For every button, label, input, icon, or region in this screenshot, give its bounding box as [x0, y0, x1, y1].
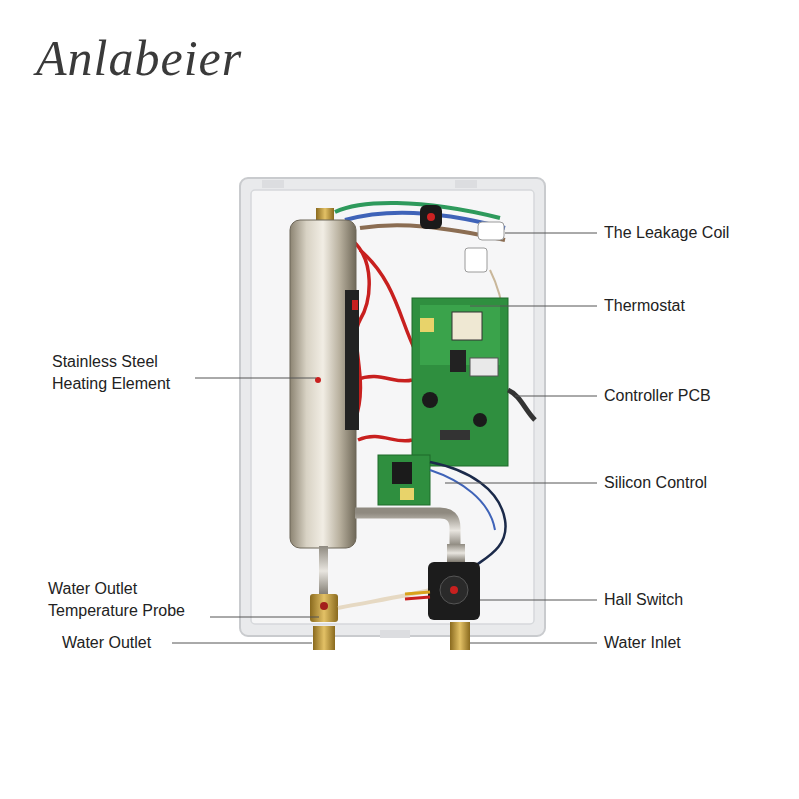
- component: [473, 413, 487, 427]
- ribbon-cable: [508, 390, 535, 420]
- leakage-coil: [427, 213, 435, 221]
- terminal: [465, 248, 487, 272]
- probe-fitting: [310, 594, 338, 622]
- wire: [430, 470, 495, 530]
- housing: [240, 178, 545, 636]
- inlet-thread: [450, 622, 470, 650]
- component: [470, 358, 498, 376]
- part-label: Thermostat: [604, 295, 794, 317]
- wire: [405, 592, 430, 594]
- leader-line: [470, 643, 597, 644]
- leader-lines: [172, 233, 597, 643]
- component: [420, 318, 434, 332]
- component: [400, 488, 414, 500]
- hall-switch: [440, 576, 468, 604]
- pipe-nut: [447, 544, 465, 562]
- hall-switch: [428, 562, 480, 620]
- part-label: Silicon Control: [604, 472, 794, 494]
- heater-bracket: [345, 290, 359, 430]
- leakage-coil: [420, 205, 442, 229]
- heater-bracket: [352, 300, 358, 310]
- relay: [452, 312, 482, 340]
- leader-line: [210, 617, 319, 618]
- leader-line: [195, 378, 316, 379]
- wire: [405, 597, 430, 599]
- terminal: [478, 222, 504, 240]
- part-label: Controller PCB: [604, 385, 794, 407]
- brand-logo: Anlabeier: [36, 30, 242, 86]
- wire: [360, 250, 415, 350]
- part-label: Water Inlet: [604, 632, 794, 654]
- component: [422, 392, 438, 408]
- wire: [358, 436, 412, 441]
- triac: [392, 462, 412, 484]
- probe-fitting: [320, 602, 328, 610]
- controller-pcb: [412, 298, 508, 466]
- pipe: [319, 546, 328, 596]
- part-label: The Leakage Coil: [604, 222, 794, 244]
- component: [450, 350, 466, 372]
- silicon-control: [378, 455, 430, 505]
- wire: [430, 462, 506, 570]
- wire: [356, 376, 412, 381]
- leader-line: [172, 643, 312, 644]
- pipe: [355, 513, 455, 548]
- housing-tray: [251, 190, 534, 624]
- hall-switch: [450, 586, 458, 594]
- leader-line: [505, 233, 597, 234]
- outlet-thread: [313, 626, 335, 650]
- housing-clip: [262, 180, 284, 188]
- leader-line: [470, 306, 597, 307]
- leader-line: [445, 483, 597, 484]
- part-label: Water Outlet: [62, 632, 172, 654]
- leader-line: [480, 600, 597, 601]
- part-label: Hall Switch: [604, 589, 794, 611]
- component: [440, 430, 470, 440]
- leader-line: [515, 396, 597, 397]
- part-label: Water Outlet Temperature Probe: [48, 578, 208, 622]
- part-label: Stainless Steel Heating Element: [52, 351, 197, 395]
- probe-wire: [338, 590, 430, 608]
- housing-clip: [455, 180, 477, 188]
- housing-clip: [380, 630, 410, 638]
